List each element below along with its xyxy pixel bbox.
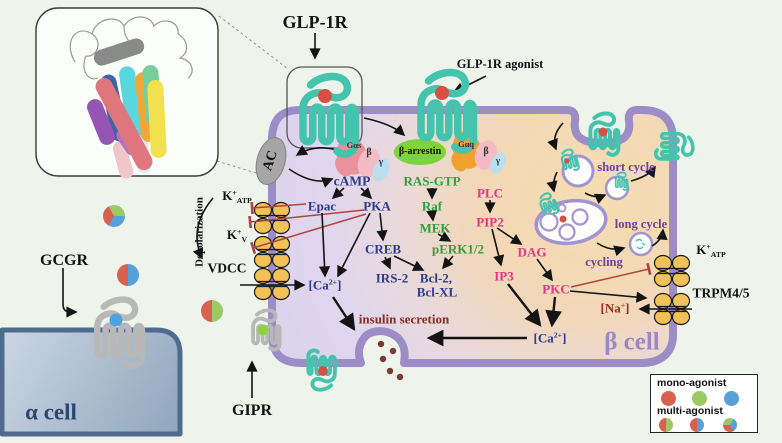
multi-tri-pie-icon (723, 418, 737, 432)
perk-label: pERK1/2 (431, 241, 485, 257)
gcgr-label: GCGR (40, 252, 88, 269)
agonist-legend: mono-agonist multi-agonist (650, 374, 758, 433)
camp-label: cAMP (333, 173, 371, 189)
multi-rb-pie-icon (690, 418, 704, 432)
triagonist-pie-icon (103, 205, 125, 227)
na-sup: + (620, 300, 626, 310)
protein-helices-icon (87, 38, 167, 179)
ca-sup: 2+ (553, 330, 563, 340)
g-beta-label: β (366, 147, 372, 158)
ca-post: ] (337, 277, 342, 293)
katp-sub: ATP (236, 196, 252, 206)
protein-structure-inset (35, 7, 219, 179)
inhibition-lines (248, 201, 652, 288)
agonist-dot-red (564, 158, 570, 164)
callout-dashed-lines (216, 15, 289, 174)
dag-label: DAG (517, 244, 547, 260)
mono-blue-pie-icon (724, 391, 739, 406)
bcl2-label: Bcl-2, (419, 270, 453, 286)
katp-sup: + (706, 242, 711, 252)
sodium-label: [Na+] (600, 300, 630, 316)
kv-label: K+V (227, 228, 247, 244)
multi-agonist-label: multi-agonist (657, 405, 723, 417)
glp1r-label: GLP-1R (282, 12, 348, 32)
insulin-secretion-label: insulin secretion (358, 311, 450, 327)
agonist-dot-red (435, 86, 449, 100)
katp-base: K (696, 242, 707, 258)
gipr-label: GIPR (232, 402, 272, 419)
pip2-label: PIP2 (476, 214, 504, 230)
plc-label: PLC (477, 185, 503, 201)
pathway-arrows (62, 33, 692, 398)
trpm45-label: TRPM4/5 (692, 285, 750, 301)
bclxl-label: Bcl-XL (416, 284, 458, 300)
katp-sup: + (232, 188, 237, 198)
recycling-vesicle-icon (628, 231, 654, 257)
mono-agonist-label: mono-agonist (657, 377, 727, 389)
short-cycle-label: short cycle (597, 159, 655, 174)
mono-red-pie-icon (661, 391, 676, 406)
na-pre: [Na (600, 300, 621, 316)
pathway-arrows-thick (331, 283, 562, 347)
long-cycle-label: long cycle (614, 216, 668, 231)
beta-cell-label: β cell (604, 328, 660, 356)
g-alpha-q-label: Gαq (457, 138, 475, 149)
irs2-label: IRS-2 (375, 270, 409, 286)
mono-green-pie-icon (692, 391, 707, 406)
glp1r-agonist-label: GLP-1R agonist (456, 56, 544, 71)
recycled-receptor-icon (653, 131, 695, 161)
raf-label: Raf (421, 198, 443, 214)
mek-label: MEK (419, 220, 451, 236)
g-beta-label: β (483, 146, 489, 157)
receptors (97, 73, 695, 392)
ca-pre: [Ca (533, 330, 554, 346)
pka-label: PKA (363, 198, 391, 214)
beta-arrestin-label: β-arrestin (398, 146, 442, 157)
epac-label: Epac (307, 198, 337, 214)
cycling-label: cycling (585, 254, 623, 269)
katp-base: K (222, 188, 233, 204)
katp-sub: ATP (710, 250, 726, 260)
ca-sup: 2+ (328, 277, 338, 287)
katp-right-label: K+ATP (696, 243, 726, 259)
insulin-granules-icon (377, 340, 404, 381)
agonist-dot-blue (109, 313, 123, 327)
agonist-dot-red (598, 127, 608, 137)
agonist-dot-green (257, 324, 269, 336)
calcium-left-label: [Ca2+] (308, 277, 342, 293)
g-gamma-label: γ (378, 156, 384, 167)
depolarization-label: Depolarization (193, 197, 206, 267)
dual-agonist-pie-icon (201, 300, 223, 322)
vdcc-label: VDCC (207, 260, 247, 276)
multi-rg-pie-icon (659, 418, 673, 432)
agonist-dot-red (318, 366, 328, 376)
gcgr-receptor-icon (97, 300, 142, 366)
ip3-label: IP3 (494, 268, 514, 284)
ras-gtp-label: RAS-GTP (403, 173, 461, 189)
katp-left-label: K+ATP (222, 189, 252, 205)
alpha-cell-label: α cell (25, 399, 77, 425)
g-gamma-label: γ (495, 155, 501, 166)
na-post: ] (625, 300, 630, 316)
kv-sup: + (237, 227, 242, 237)
dual-agonist-pie-icon (117, 264, 139, 286)
g-alpha-s-label: Gαs (346, 139, 362, 150)
adenylyl-cyclase-icon (255, 137, 287, 185)
pkc-label: PKC (542, 281, 570, 297)
ca-pre: [Ca (308, 277, 329, 293)
calcium-right-label: [Ca2+] (533, 330, 567, 346)
beta-arrestin-icon (394, 139, 446, 165)
kv-sub: V (241, 235, 248, 245)
kv-base: K (226, 227, 238, 243)
creb-label: CREB (364, 241, 402, 257)
agonist-dot-red (318, 89, 332, 103)
ca-post: ] (562, 330, 567, 346)
endosome-icon (534, 198, 608, 246)
